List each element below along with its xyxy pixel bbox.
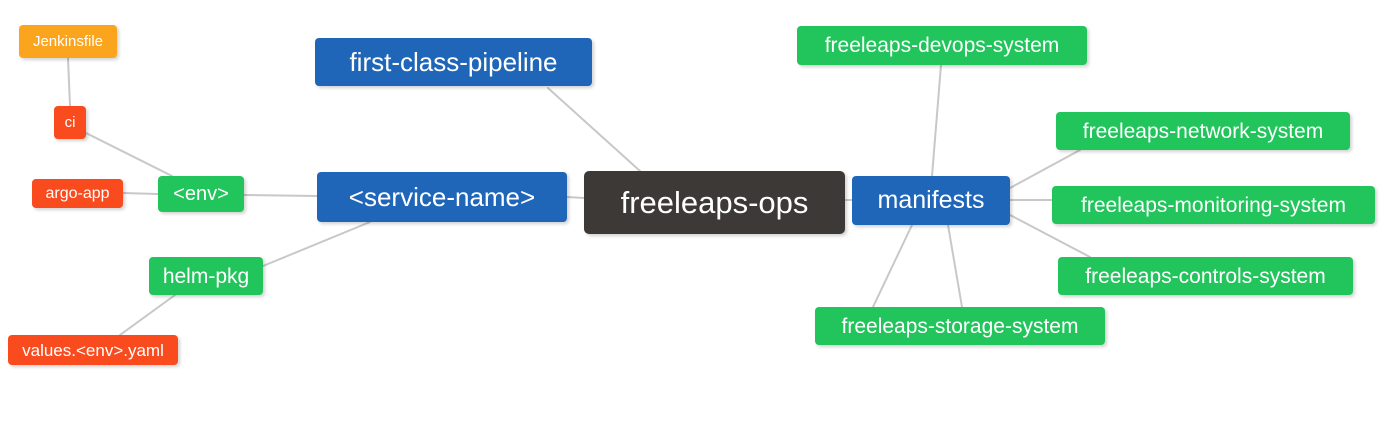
edge-manifests-to-freeleaps-storage-system [947, 224, 963, 308]
edge-env-to-service-name [243, 194, 318, 197]
node-label-freeleaps-controls-system: freeleaps-controls-system [1085, 264, 1326, 288]
node-label-freeleaps-storage-system: freeleaps-storage-system [841, 314, 1079, 338]
edge-helm-pkg-to-service-name [262, 221, 371, 267]
edge-ci-to-env [85, 132, 173, 177]
edge-values-yaml-to-helm-pkg [119, 294, 176, 336]
node-label-manifests: manifests [877, 186, 985, 214]
node-label-freeleaps-network-system: freeleaps-network-system [1082, 119, 1324, 143]
node-service-name[interactable]: <service-name> [317, 172, 567, 222]
node-label-freeleaps-devops-system: freeleaps-devops-system [824, 34, 1060, 57]
node-manifests[interactable]: manifests [852, 176, 1010, 225]
node-label-argo-app: argo-app [45, 184, 110, 202]
node-freeleaps-network-system[interactable]: freeleaps-network-system [1056, 112, 1350, 150]
node-freeleaps-controls-system[interactable]: freeleaps-controls-system [1058, 257, 1353, 295]
node-helm-pkg[interactable]: helm-pkg [149, 257, 263, 295]
node-jenkinsfile[interactable]: Jenkinsfile [19, 25, 117, 58]
edge-service-name-to-root [566, 196, 585, 199]
edge-argo-app-to-env [122, 192, 159, 195]
node-label-root: freeleaps-ops [620, 185, 809, 220]
node-label-helm-pkg: helm-pkg [162, 264, 250, 288]
node-freeleaps-monitoring-system[interactable]: freeleaps-monitoring-system [1052, 186, 1375, 224]
node-freeleaps-devops-system[interactable]: freeleaps-devops-system [797, 26, 1087, 65]
node-label-ci: ci [64, 114, 76, 131]
node-root[interactable]: freeleaps-ops [584, 171, 845, 234]
node-argo-app[interactable]: argo-app [32, 179, 123, 208]
node-env[interactable]: <env> [158, 176, 244, 212]
node-label-service-name: <service-name> [348, 182, 536, 212]
node-label-jenkinsfile: Jenkinsfile [32, 33, 104, 50]
node-label-first-class-pipeline: first-class-pipeline [349, 47, 558, 77]
edge-freeleaps-devops-system-to-manifests [931, 64, 942, 177]
edge-first-class-pipeline-to-root [547, 87, 641, 172]
node-label-values-yaml: values.<env>.yaml [22, 340, 164, 360]
edge-manifests-to-freeleaps-storage-system-2 [872, 224, 913, 308]
node-label-freeleaps-monitoring-system: freeleaps-monitoring-system [1081, 193, 1346, 217]
node-freeleaps-storage-system[interactable]: freeleaps-storage-system [815, 307, 1105, 345]
edge-jenkinsfile-to-ci [67, 57, 71, 107]
edge-manifests-to-freeleaps-controls-system [1009, 214, 1091, 258]
edge-manifests-to-freeleaps-network-system [1009, 149, 1081, 189]
node-first-class-pipeline[interactable]: first-class-pipeline [315, 38, 592, 86]
node-ci[interactable]: ci [54, 106, 86, 139]
node-label-env: <env> [173, 183, 229, 205]
node-values-yaml[interactable]: values.<env>.yaml [8, 335, 178, 365]
